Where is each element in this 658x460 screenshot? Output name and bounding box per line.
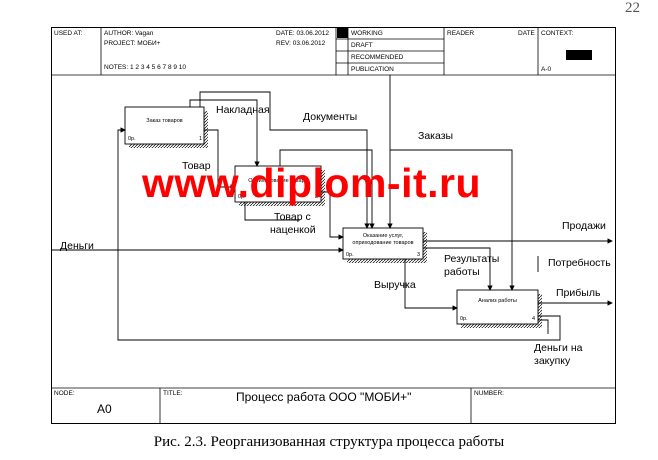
status-recommended: RECOMMENDED [351, 54, 404, 61]
box-1-cost: 0р. [128, 136, 136, 142]
rev-field: REV: 03.06.2012 [276, 40, 326, 47]
arrow-branch [244, 202, 300, 221]
arrow-zakazy-box4 [390, 149, 515, 291]
label-pribyl: Прибыль [556, 287, 601, 299]
label-rezultaty-1: Результаты [444, 253, 500, 265]
footer-title-value: Процесс работа ООО "МОБИ+" [236, 390, 412, 404]
label-tovar-nacenkoy-1: Товар с [274, 211, 311, 223]
author-field: AUTHOR: Vagan [104, 30, 154, 37]
date2-label: DATE [518, 30, 535, 37]
label-vyruchka: Выручка [374, 279, 416, 291]
arrow-dokumenty [199, 91, 370, 229]
arrow-dengi-na-zakupku [117, 127, 561, 341]
arrow-nakladnaya [189, 99, 260, 167]
context-label: CONTEXT: [541, 30, 574, 37]
box-3-title: Оказание услуг, оприходование товаров [352, 233, 414, 246]
label-dengi-na-zakupku-2: закупку [534, 355, 571, 367]
label-nakladnaya: Накладная [216, 104, 270, 116]
footer-number-label: NUMBER: [474, 390, 504, 397]
page-number: 22 [625, 0, 640, 16]
footer-grid [51, 387, 616, 424]
activity-boxes [124, 106, 542, 328]
box-3-number: 3 [417, 252, 421, 258]
label-dengi: Деньги [60, 240, 94, 252]
label-potrebnost: Потребность [548, 257, 611, 269]
arrow-control-box3 [279, 149, 375, 229]
box-1-title: Заказ товаров [146, 118, 183, 124]
label-prodazhi: Продажи [562, 220, 606, 232]
box-2-number: 2 [315, 194, 319, 200]
status-draft: DRAFT [351, 42, 373, 49]
figure-caption: Рис. 2.3. Реорганизованная структура про… [153, 434, 505, 450]
date-field: DATE: 03.06.2012 [276, 30, 329, 37]
watermark: www.diplom-it.ru [142, 160, 482, 206]
label-zakazy: Заказы [418, 130, 454, 142]
footer-node-label: NODE: [54, 390, 75, 397]
arrow-tovar [204, 129, 236, 190]
box-4-title: Анализ работы [478, 298, 517, 304]
arrow-rezultaty [423, 247, 493, 291]
label-rezultaty-2: работы [444, 266, 480, 278]
status-publication: PUBLICATION [351, 66, 394, 73]
box-2-title: Оприходование товара [248, 178, 308, 184]
used-at-label: USED AT: [54, 30, 83, 37]
label-dokumenty: Документы [303, 111, 358, 123]
arrow-vyruchka [404, 259, 458, 311]
footer-title-label: TITLE: [163, 390, 183, 397]
label-dengi-na-zakupku-1: Деньги на [534, 342, 583, 354]
box-3-cost: 0р. [346, 252, 354, 258]
status-working: WORKING [351, 30, 383, 37]
idef0-frame [51, 27, 616, 424]
label-tovar-nacenkoy-2: наценкой [270, 224, 316, 236]
notes-field: NOTES: 1 2 3 4 5 6 7 8 9 10 [104, 64, 187, 71]
working-status-marker [337, 28, 348, 38]
footer-node-value: A0 [97, 402, 112, 416]
box-2-cost: 0р. [238, 194, 246, 200]
header-grid [51, 27, 616, 76]
project-field: PROJECT: МОБИ+ [104, 40, 161, 47]
reader-label: READER [447, 30, 475, 37]
box-4-number: 4 [532, 316, 536, 322]
label-tovar: Товар [182, 160, 211, 172]
context-marker [566, 50, 592, 60]
box-4-cost: 0р. [460, 316, 468, 322]
arrow-feedback-tick [538, 319, 549, 334]
context-node-id: A-0 [541, 66, 552, 73]
arrow-tovar-nacenkoy [321, 191, 344, 240]
box-1-number: 1 [199, 136, 203, 142]
